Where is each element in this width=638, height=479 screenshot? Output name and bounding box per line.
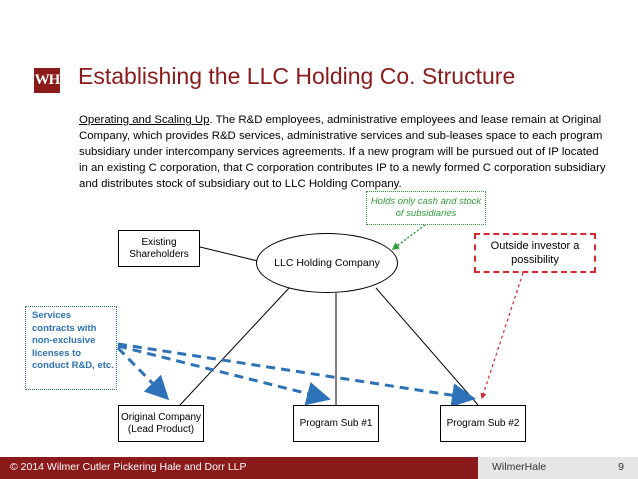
arrow-investor-sub2 bbox=[480, 272, 524, 400]
note-outside-investor: Outside investor a possibility bbox=[474, 233, 596, 273]
wilmerhale-logo: WH bbox=[34, 68, 60, 93]
page-number: 9 bbox=[618, 461, 624, 473]
arrow-services-sub1 bbox=[117, 344, 331, 406]
existing-shareholders-box: Existing Shareholders bbox=[118, 230, 200, 267]
footer-bar: © 2014 Wilmer Cutler Pickering Hale and … bbox=[0, 457, 638, 479]
program-sub-1-box: Program Sub #1 bbox=[293, 405, 379, 442]
body-lead: Operating and Scaling Up bbox=[79, 114, 210, 126]
footer-copyright: © 2014 Wilmer Cutler Pickering Hale and … bbox=[10, 461, 247, 473]
arrow-services-original bbox=[116, 346, 170, 401]
original-company-box: Original Company (Lead Product) bbox=[118, 405, 204, 442]
program-sub-2-box: Program Sub #2 bbox=[440, 405, 526, 442]
footer-tab: WilmerHale 9 bbox=[478, 457, 638, 479]
body-paragraph: Operating and Scaling Up. The R&D employ… bbox=[79, 112, 609, 192]
line-holding-original bbox=[179, 286, 291, 406]
footer-brand: WilmerHale bbox=[492, 461, 547, 473]
note-services-contracts: Services contracts with non-exclusive li… bbox=[25, 306, 117, 390]
line-shareholders-holding bbox=[199, 246, 263, 263]
line-holding-sub2 bbox=[375, 287, 479, 406]
llc-holding-company-node: LLC Holding Company bbox=[256, 233, 398, 293]
slide-title: Establishing the LLC Holding Co. Structu… bbox=[78, 63, 516, 89]
body-text: . The R&D employees, administrative empl… bbox=[79, 114, 606, 190]
arrow-green-holding bbox=[391, 224, 426, 250]
note-holds-cash: Holds only cash and stock of subsidiarie… bbox=[366, 191, 486, 225]
